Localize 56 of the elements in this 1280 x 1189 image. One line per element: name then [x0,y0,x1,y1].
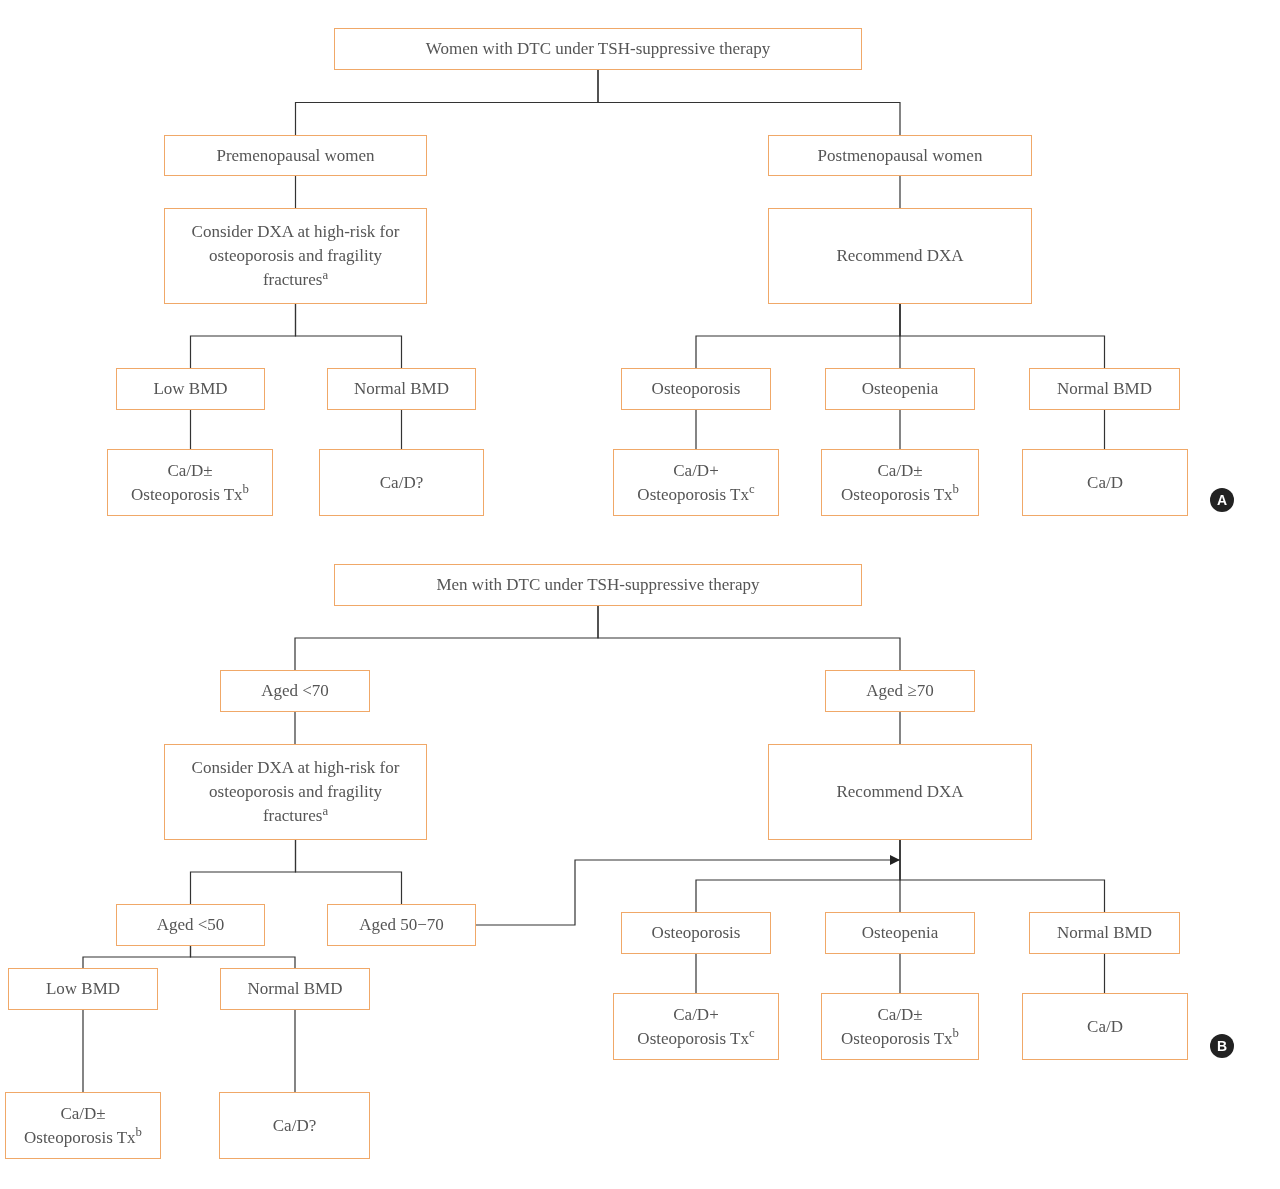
process-box: Consider DXA at high-risk for osteoporosis and fragility fractures$^{a}$ [164,208,427,304]
process-box: Aged 50−70 [327,904,476,946]
process-box: Low BMD [8,968,158,1010]
process-box: Osteopenia [825,912,975,954]
connector-line [82,1009,84,1093]
connector-line [899,839,1106,913]
process-box: Women with DTC under TSH-suppressive therapy [334,28,862,70]
connector-line [899,953,901,994]
connector-line [695,409,697,450]
connector-line [899,303,1106,369]
connector-line [294,1009,296,1093]
connector-line [294,839,403,905]
process-box: Ca/D± Osteoporosis Tx$^{b}$ [821,449,979,516]
process-box: Ca/D± Osteoporosis Tx$^{b}$ [5,1092,161,1159]
process-box: Low BMD [116,368,265,410]
arrow [475,855,901,926]
process-box: Osteoporosis [621,368,771,410]
connector-line [899,175,901,209]
process-box: Aged ≥70 [825,670,975,712]
process-box: Ca/D [1022,993,1188,1060]
process-box: Normal BMD [1029,912,1180,954]
process-box: Ca/D± Osteoporosis Tx$^{b}$ [821,993,979,1060]
process-box: Recommend DXA [768,208,1032,304]
connector-line [597,69,901,136]
panel-letter: B [1210,1034,1234,1058]
connector-line [1103,953,1106,994]
connector-line [189,945,296,969]
process-box: Ca/D± Osteoporosis Tx$^{b}$ [107,449,273,516]
process-box: Aged <50 [116,904,265,946]
process-box: Consider DXA at high-risk for osteoporosis and fragility fractures$^{a}$ [164,744,427,840]
process-box: Ca/D? [219,1092,370,1159]
connector-line [294,175,297,209]
process-box: Aged <70 [220,670,370,712]
process-box: Ca/D+ Osteoporosis Tx$^{c}$ [613,449,779,516]
process-box: Ca/D? [319,449,484,516]
panel-letter: A [1210,488,1234,512]
process-box: Premenopausal women [164,135,427,176]
process-box: Osteopenia [825,368,975,410]
process-box: Osteoporosis [621,912,771,954]
connector-line [294,711,296,745]
process-box: Men with DTC under TSH-suppressive therapy [334,564,862,606]
connector-line [899,711,901,745]
connector-line [597,605,901,671]
process-box: Recommend DXA [768,744,1032,840]
process-box: Ca/D [1022,449,1188,516]
connector-line [1103,409,1106,450]
process-box: Normal BMD [220,968,370,1010]
process-box: Normal BMD [327,368,476,410]
connector-line [294,303,403,369]
process-box: Postmenopausal women [768,135,1032,176]
process-box: Normal BMD [1029,368,1180,410]
connector-line [189,409,192,450]
connector-line [695,953,697,994]
process-box: Ca/D+ Osteoporosis Tx$^{c}$ [613,993,779,1060]
connector-line [899,409,901,450]
connector-line [400,409,403,450]
